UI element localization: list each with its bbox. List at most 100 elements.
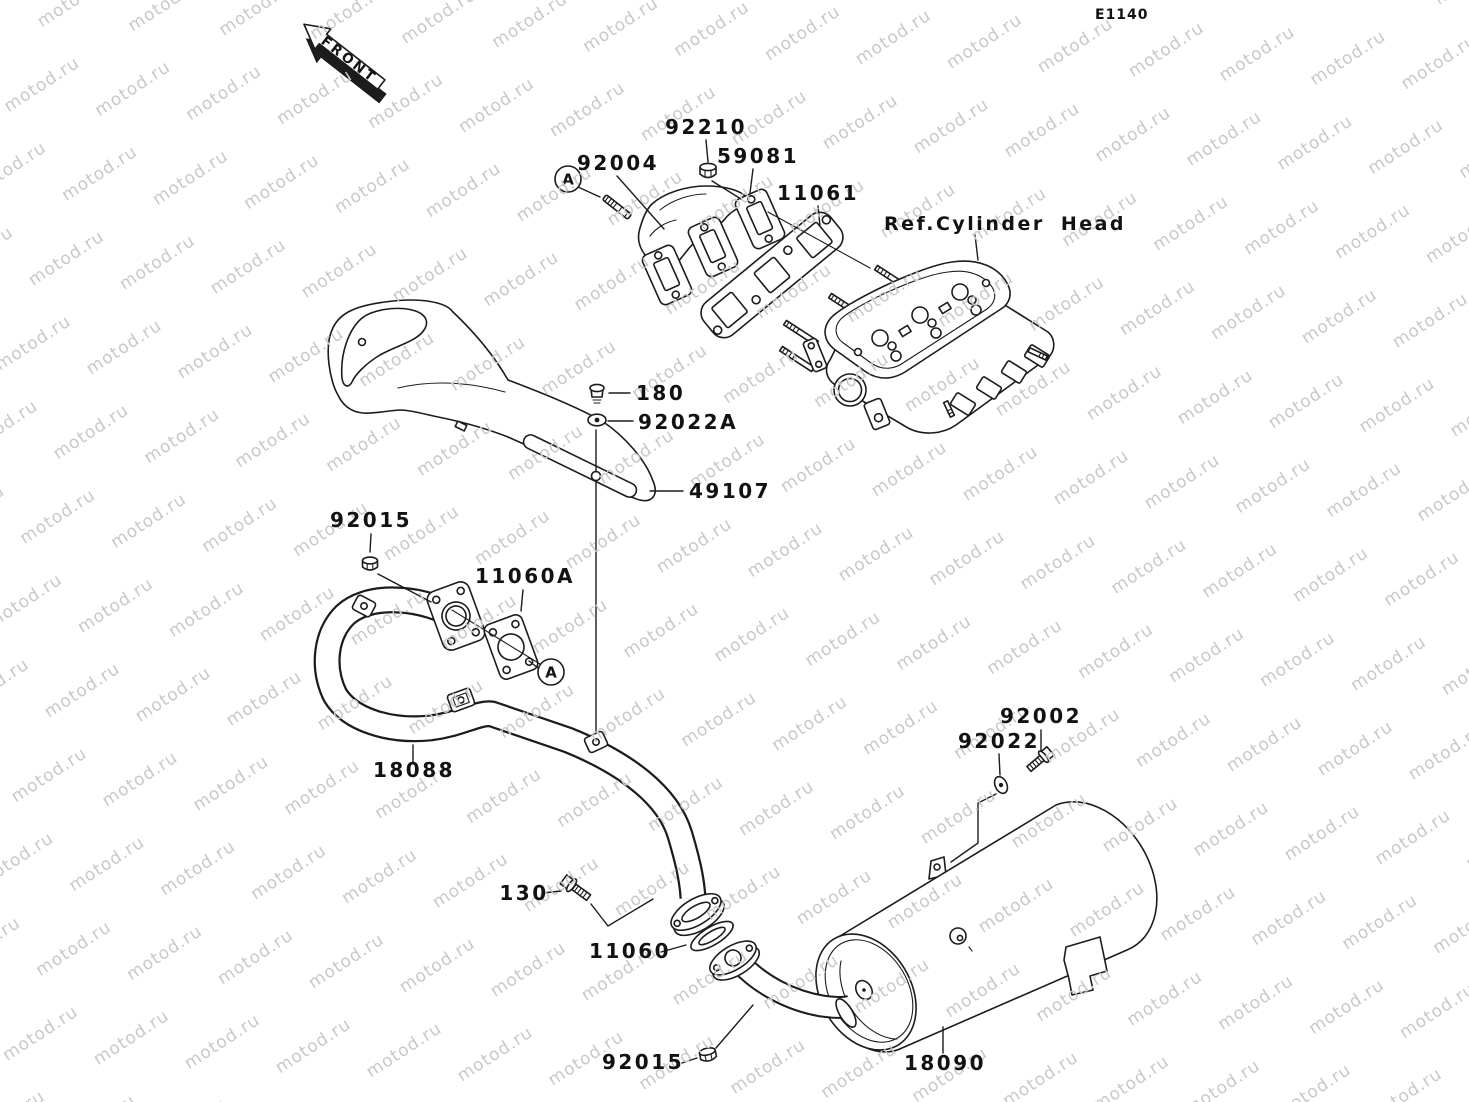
svg-text:A: A xyxy=(562,171,574,189)
watermark-text: motod.ru xyxy=(1372,806,1455,870)
svg-text:A: A xyxy=(545,664,557,682)
label-92015-upper: 92015 xyxy=(330,508,412,532)
muffler-inlet-collar xyxy=(835,998,857,1028)
pipe-clamp xyxy=(583,730,609,754)
watermark-text: motod.ru xyxy=(0,138,50,202)
watermark-text: motod.ru xyxy=(247,841,330,905)
label-92022: 92022 xyxy=(958,729,1040,753)
watermark-text: motod.ru xyxy=(240,150,323,214)
watermark-text: motod.ru xyxy=(1247,886,1330,950)
watermark-text: motod.ru xyxy=(1198,539,1281,603)
watermark-text: motod.ru xyxy=(1429,895,1469,959)
watermark-text: motod.ru xyxy=(1216,22,1299,86)
watermark-text: motod.ru xyxy=(480,247,563,311)
watermark-text: motod.ru xyxy=(1396,979,1469,1043)
watermark-text: motod.ru xyxy=(149,146,232,210)
watermark-text: motod.ru xyxy=(123,921,206,985)
pipe-lower-flange xyxy=(670,892,725,937)
watermark-text: motod.ru xyxy=(1340,0,1423,5)
diagram-artwork: FRONT xyxy=(303,23,1158,1064)
watermark-text: motod.ru xyxy=(488,0,571,53)
watermark-text: motod.ru xyxy=(537,336,620,400)
pipe-clamp xyxy=(351,594,377,618)
watermark-text: motod.ru xyxy=(983,615,1066,679)
watermark-text: motod.ru xyxy=(1132,708,1215,772)
watermark-text: motod.ru xyxy=(1001,99,1084,163)
watermark-text: motod.ru xyxy=(1298,285,1381,349)
watermark-text: motod.ru xyxy=(422,159,505,223)
watermark-text: motod.ru xyxy=(1223,713,1306,777)
watermark-text: motod.ru xyxy=(363,1018,446,1082)
watermark-text: motod.ru xyxy=(1214,971,1297,1035)
nut-92015-upper xyxy=(361,556,379,571)
label-92004: 92004 xyxy=(577,151,659,175)
muffler-drawing xyxy=(709,800,1158,1053)
watermark-text: motod.ru xyxy=(1050,446,1133,510)
watermark-text: motod.ru xyxy=(338,845,421,909)
watermark-text: motod.ru xyxy=(471,506,554,570)
watermark-text: motod.ru xyxy=(1347,632,1430,696)
watermark-text: motod.ru xyxy=(999,1047,1082,1102)
watermark-text: motod.ru xyxy=(91,57,174,121)
watermark-text: motod.ru xyxy=(1174,365,1257,429)
watermark-text: motod.ru xyxy=(90,1006,173,1070)
bolt-130 xyxy=(559,874,592,902)
stud-bolt-92004 xyxy=(602,194,632,220)
watermark-text: motod.ru xyxy=(107,489,190,553)
label-180: 180 xyxy=(636,381,685,405)
watermark-text: motod.ru xyxy=(1305,975,1388,1039)
watermark-text: motod.ru xyxy=(280,756,363,820)
watermark-text: motod.ru xyxy=(0,396,42,460)
watermark-text: motod.ru xyxy=(1272,1060,1355,1102)
watermark-text: motod.ru xyxy=(1463,810,1469,874)
watermark-text: motod.ru xyxy=(1249,0,1332,1)
watermark-text: motod.ru xyxy=(910,94,993,158)
watermark-text: motod.ru xyxy=(57,1091,140,1102)
watermark-text: motod.ru xyxy=(83,316,166,380)
watermark-text: motod.ru xyxy=(744,518,827,582)
watermark-text: motod.ru xyxy=(553,768,636,832)
watermark-text: motod.ru xyxy=(455,74,538,138)
watermark-text: motod.ru xyxy=(140,404,223,468)
watermark-text: motod.ru xyxy=(1083,361,1166,425)
watermark-text: motod.ru xyxy=(702,861,785,925)
watermark-text: motod.ru xyxy=(1331,200,1414,264)
watermark-text: motod.ru xyxy=(8,743,91,807)
watermark-text: motod.ru xyxy=(1364,115,1447,179)
watermark-text: motod.ru xyxy=(148,1095,231,1102)
watermark-text: motod.ru xyxy=(1207,281,1290,345)
label-11060: 11060 xyxy=(589,939,671,963)
watermark-text: motod.ru xyxy=(1323,458,1406,522)
watermark-text: motod.ru xyxy=(1123,967,1206,1031)
label-92015-lower: 92015 xyxy=(602,1050,684,1074)
watermark-text: motod.ru xyxy=(1149,192,1232,256)
label-59081: 59081 xyxy=(717,144,799,168)
watermark-text: motod.ru xyxy=(0,223,17,287)
watermark-text: motod.ru xyxy=(0,828,58,892)
watermark-text: motod.ru xyxy=(1141,450,1224,514)
watermark-text: motod.ru xyxy=(620,599,703,663)
label-49107: 49107 xyxy=(689,479,771,503)
watermark-text: motod.ru xyxy=(273,65,356,129)
label-92210: 92210 xyxy=(665,115,747,139)
watermark-text: motod.ru xyxy=(1455,119,1469,183)
watermark-text: motod.ru xyxy=(65,832,148,896)
watermark-text: motod.ru xyxy=(25,227,108,291)
watermark-text: motod.ru xyxy=(768,692,851,756)
watermark-text: motod.ru xyxy=(719,345,802,409)
washer-92022 xyxy=(993,775,1009,795)
watermark-text: motod.ru xyxy=(16,485,99,549)
manifold-gasket-11061 xyxy=(700,211,844,339)
nut-92210 xyxy=(699,162,717,179)
watermark-text: motod.ru xyxy=(1190,797,1273,861)
watermark-text: motod.ru xyxy=(1314,717,1397,781)
watermark-text: motod.ru xyxy=(1165,624,1248,688)
watermark-text: motod.ru xyxy=(214,925,297,989)
exhaust-manifold-drawing xyxy=(637,185,786,306)
watermark-text: motod.ru xyxy=(207,235,290,299)
part-labels: E1140 92210 59081 92004 11061 Ref.Cylind… xyxy=(330,7,1149,1075)
watermark-text: motod.ru xyxy=(462,764,545,828)
page-code: E1140 xyxy=(1095,7,1149,23)
watermark-text: motod.ru xyxy=(1398,30,1469,94)
